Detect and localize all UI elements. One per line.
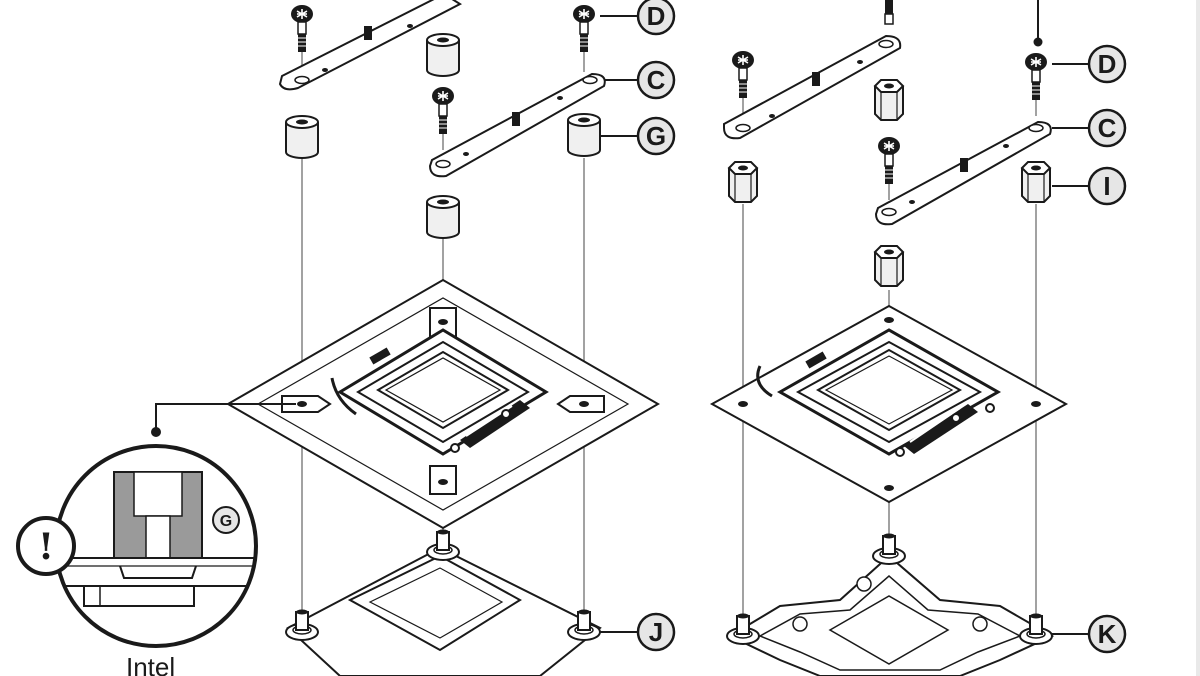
left-assembly: D C G J [225,0,676,676]
left-callout-d: D [600,0,676,36]
right-callout-c: C [1052,108,1127,148]
detail-view: G ! Intel [16,403,296,676]
right-screw-right-icon [1024,52,1048,101]
right-assembly: D C I K [709,0,1127,676]
right-hex-nut-center-icon [874,245,904,287]
warning-icon: ! [16,516,76,576]
left-screw-right-icon [572,4,596,53]
left-callout-g: G [600,116,676,156]
detail-callout-g: G [212,506,240,534]
detail-callout-g-label: G [220,513,232,530]
left-spacer-back-left-icon [285,115,319,159]
right-callout-d-label: D [1098,49,1117,79]
right-callout-i-label: I [1103,171,1110,201]
left-callout-d-label: D [647,1,666,31]
right-screw-center-icon [877,136,901,185]
right-hex-nut-back-icon [874,79,904,121]
right-backplate-icon [726,532,1055,676]
right-bracket-back-icon [723,34,902,140]
right-cpu-socket-icon [756,328,1002,457]
right-callout-c-label: C [1098,113,1117,143]
page-edge [1196,0,1200,676]
right-screw-back-icon [731,50,755,99]
right-screw-top-icon [884,0,894,25]
left-spacer-right-icon [567,113,601,157]
warning-symbol: ! [38,526,54,568]
left-callout-g-label: G [646,121,666,151]
right-callout-k: K [1052,614,1127,654]
right-callout-i: I [1052,166,1127,206]
left-callout-j: J [600,612,676,652]
right-hex-nut-right-icon [1021,161,1051,203]
right-hex-nut-left-icon [728,161,758,203]
left-bracket-front-icon [428,72,606,178]
left-backplate-icon [285,528,602,676]
left-cpu-socket-icon [330,328,549,456]
left-spacer-center-icon [426,195,460,239]
left-callout-j-label: J [649,617,663,647]
detail-caption: Intel [126,652,175,676]
right-callout-d: D [1052,44,1127,84]
left-callout-c-label: C [647,65,666,95]
left-spacer-back-center-icon [426,33,460,77]
right-top-leader [1033,0,1043,47]
left-callout-c: C [604,60,676,100]
right-bracket-front-icon [874,120,1052,226]
left-screw-back-icon [290,4,314,53]
left-bracket-back-icon [278,0,463,91]
right-callout-k-label: K [1098,619,1117,649]
left-screw-center-icon [431,86,455,135]
